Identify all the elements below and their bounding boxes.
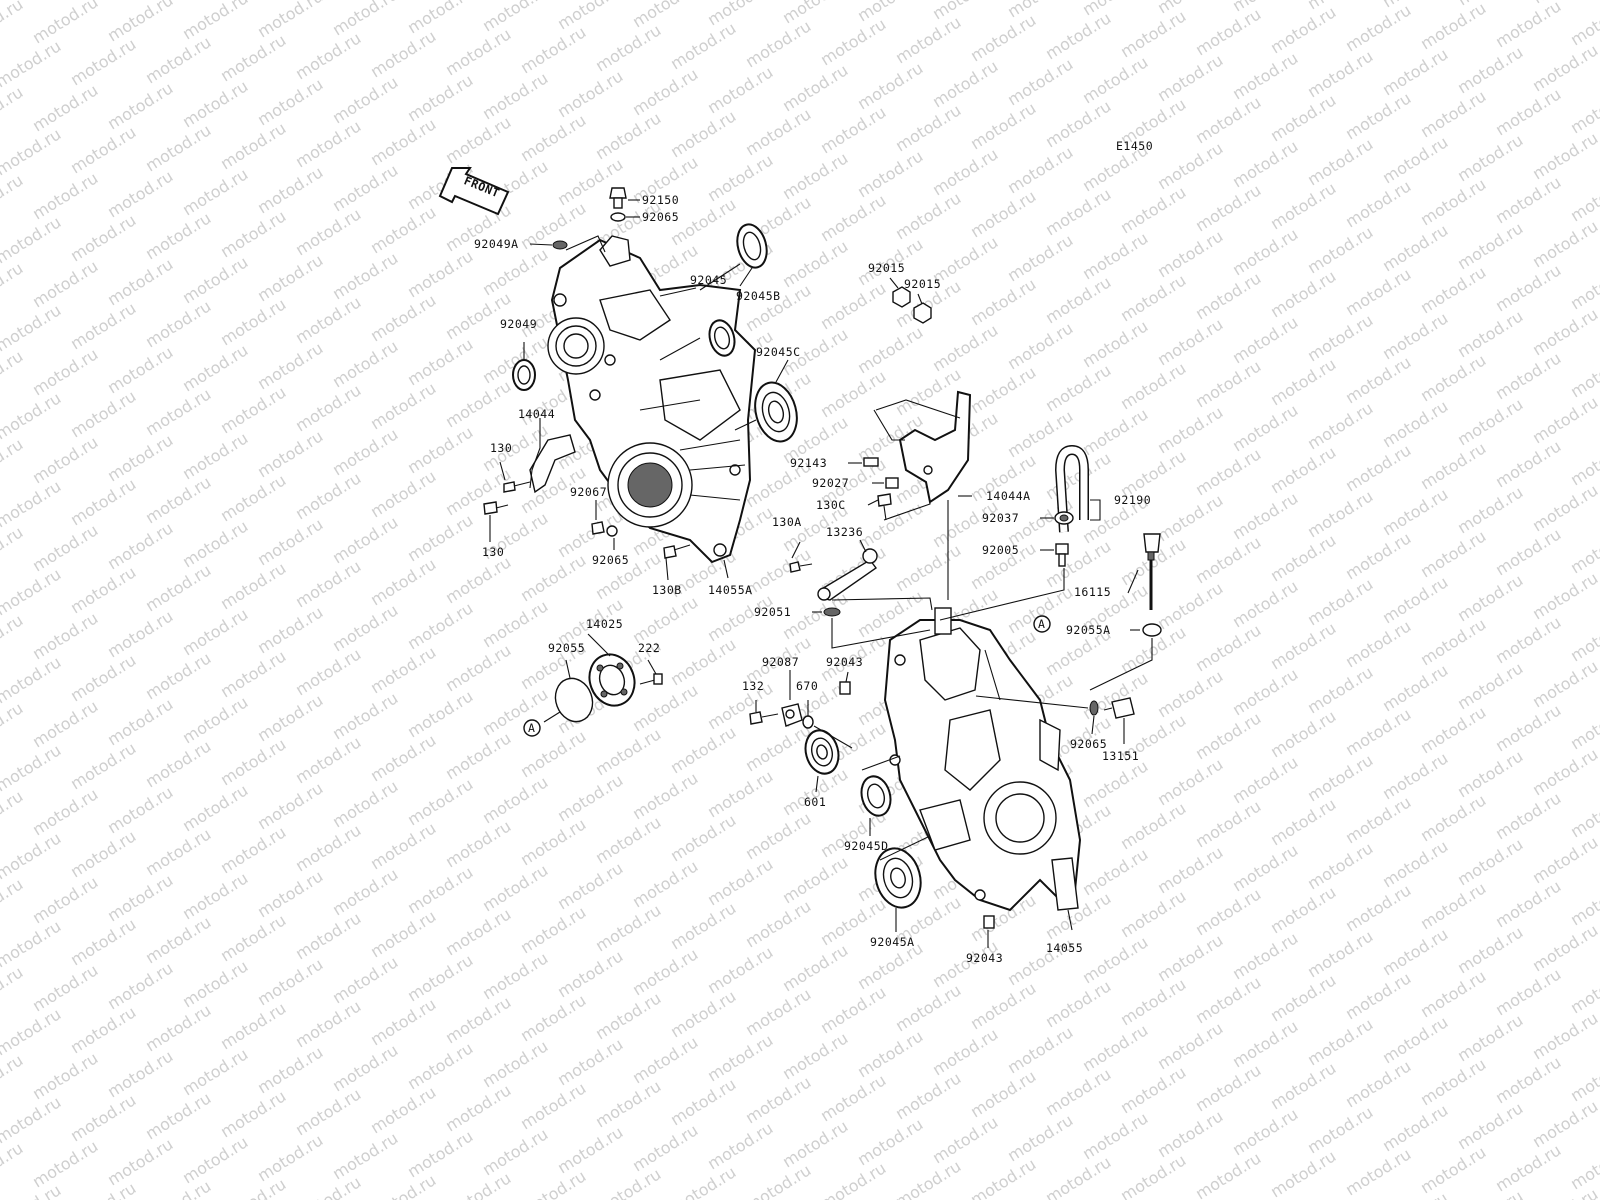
shift-lever-13236 [817, 548, 878, 601]
sensor-92087 [781, 703, 803, 727]
hose-92190 [1054, 444, 1089, 533]
label-132: 132 [742, 679, 764, 693]
seal-92051 [823, 607, 841, 617]
fitting-92005 [1055, 543, 1069, 567]
bracket-14044A [898, 390, 972, 504]
bolt-130C [877, 493, 892, 521]
oil-seal-92045 [708, 319, 736, 357]
label-92027: 92027 [812, 476, 849, 490]
label-92150: 92150 [642, 193, 679, 207]
bolt-130-b [483, 501, 509, 515]
front-arrow-icon: FRONT [438, 167, 510, 216]
bolt-130A [789, 561, 813, 573]
label-92045B: 92045B [736, 289, 781, 303]
label-92005: 92005 [982, 543, 1019, 557]
label-92045: 92045 [690, 273, 727, 287]
oil-seal-92049 [512, 359, 536, 391]
label-92065-top: 92065 [642, 210, 679, 224]
label-92049A: 92049A [474, 237, 519, 251]
label-14025: 14025 [586, 617, 623, 631]
label-92190: 92190 [1114, 493, 1151, 507]
nut-92015-b [913, 302, 932, 324]
oil-seal-92045B [736, 223, 768, 269]
label-130-a: 130 [490, 441, 512, 455]
label-92065-mid: 92065 [592, 553, 629, 567]
part-labels: 92150 92065 92049A 92045 92045B 92049 92… [474, 193, 1151, 965]
label-13236: 13236 [826, 525, 863, 539]
label-13151: 13151 [1102, 749, 1139, 763]
label-92049: 92049 [500, 317, 537, 331]
label-222: 222 [638, 641, 660, 655]
washer-92065-right [1089, 700, 1099, 716]
label-92037: 92037 [982, 511, 1019, 525]
svg-text:A: A [528, 721, 535, 735]
nut-92015-a [892, 286, 911, 308]
label-601: 601 [804, 795, 826, 809]
bearing-92045A [874, 847, 922, 909]
o-ring-92055A [1142, 623, 1162, 637]
oil-seal-92045D [860, 775, 892, 817]
bearing-92045C [754, 381, 798, 443]
label-14055A: 14055A [708, 583, 753, 597]
dowel-92143 [863, 457, 879, 467]
label-92055A: 92055A [1066, 623, 1111, 637]
collar-92027 [885, 477, 899, 489]
label-130A: 130A [772, 515, 802, 529]
label-14055: 14055 [1046, 941, 1083, 955]
switch-13151 [1103, 697, 1135, 719]
bolt-130-a [503, 481, 531, 493]
svg-text:A: A [1038, 617, 1045, 631]
diagram-code: E1450 [1116, 139, 1153, 153]
bearing-601 [804, 729, 840, 775]
dowel-92043-a [839, 681, 851, 695]
bolt-92150 [609, 187, 627, 209]
bolt-130B [663, 544, 691, 559]
label-92015-a: 92015 [868, 261, 905, 275]
label-92043-a: 92043 [826, 655, 863, 669]
label-92067: 92067 [570, 485, 607, 499]
bolt-92067 [591, 521, 605, 535]
label-92143: 92143 [790, 456, 827, 470]
leader-lines [489, 199, 1153, 948]
label-92045C: 92045C [756, 345, 801, 359]
o-ring-92055 [554, 677, 594, 723]
label-92043-b: 92043 [966, 951, 1003, 965]
bolt-222 [639, 673, 663, 685]
crankcase-cover-right [883, 607, 1082, 912]
dipstick-16115 [1143, 533, 1161, 610]
crankcase-cover-left [547, 235, 757, 564]
washer-92065-top [610, 212, 626, 222]
callout-a-right: A [1033, 615, 1051, 633]
label-16115: 16115 [1074, 585, 1111, 599]
label-92045D: 92045D [844, 839, 889, 853]
clamp-92037 [1054, 511, 1074, 525]
label-130C: 130C [816, 498, 846, 512]
label-670: 670 [796, 679, 818, 693]
callout-a-left: A [523, 719, 541, 737]
label-130B: 130B [652, 583, 682, 597]
label-14044A: 14044A [986, 489, 1031, 503]
label-14044: 14044 [518, 407, 555, 421]
label-92065-right: 92065 [1070, 737, 1107, 751]
washer-92065-mid [606, 525, 618, 537]
label-92015-b: 92015 [904, 277, 941, 291]
bolt-132 [749, 711, 779, 725]
label-92055: 92055 [548, 641, 585, 655]
plug-92049A [552, 240, 568, 250]
cover-14025 [588, 653, 636, 707]
label-92087: 92087 [762, 655, 799, 669]
label-92045A: 92045A [870, 935, 915, 949]
dowel-92043-b [983, 915, 995, 929]
bracket-14044 [529, 434, 576, 494]
label-130-b: 130 [482, 545, 504, 559]
label-92051: 92051 [754, 605, 791, 619]
o-ring-670 [802, 715, 814, 729]
